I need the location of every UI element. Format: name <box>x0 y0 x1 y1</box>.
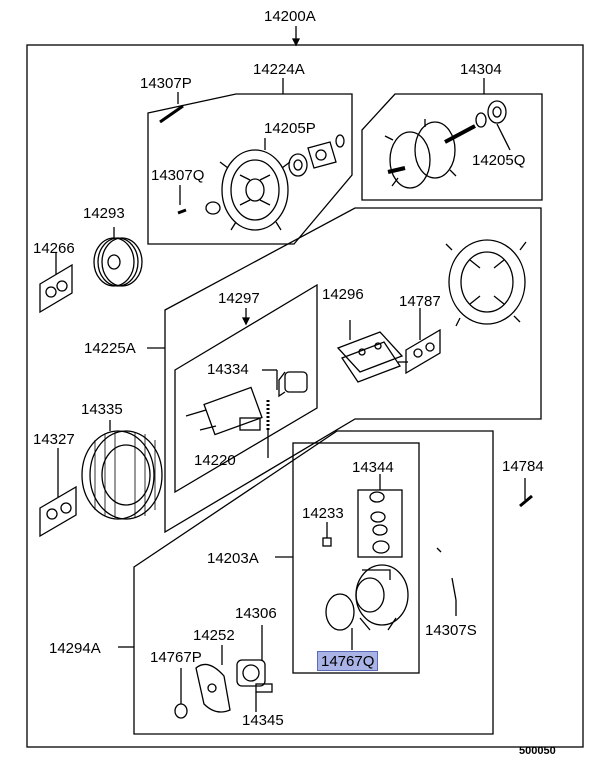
pin-14307S-icon <box>436 547 457 616</box>
part-label-14334: 14334 <box>207 361 249 378</box>
group-frame-14297 <box>174 283 318 494</box>
regulator-14297-icon <box>185 386 263 436</box>
part-label-14203A: 14203A <box>207 550 259 567</box>
part-label-14294A: 14294A <box>49 640 101 657</box>
part-label-14304: 14304 <box>460 61 502 78</box>
vacuum-pump-icon <box>355 564 409 631</box>
part-label-14200A: 14200A <box>264 8 316 25</box>
part-label-14307Q: 14307Q <box>151 167 205 184</box>
part-label-14205P: 14205P <box>264 120 316 137</box>
o-ring-14767Q-icon <box>325 593 355 631</box>
bearing-plate-icon <box>307 141 337 169</box>
pulley-14293-icon <box>93 227 143 287</box>
part-label-14205Q: 14205Q <box>472 152 526 169</box>
part-label-14767P: 14767P <box>150 649 202 666</box>
part-label-14345: 14345 <box>242 712 284 729</box>
part-label-14307S: 14307S <box>425 622 477 639</box>
part-label-14293: 14293 <box>83 205 125 222</box>
group-frame-14304 <box>361 93 543 201</box>
bearing-14205P-icon <box>288 153 308 177</box>
washer-box-14787 <box>405 328 441 375</box>
washer-box-14266 <box>39 263 73 314</box>
rotor-14304-icon <box>384 119 476 189</box>
part-label-14297: 14297 <box>218 290 260 307</box>
bearing-14205Q-icon <box>487 100 507 124</box>
rear-housing-icon <box>219 138 291 231</box>
cap-14344-icon <box>369 491 390 554</box>
bushing-14787-icon <box>413 342 435 358</box>
washer-icon <box>205 201 221 215</box>
part-label-14787: 14787 <box>399 293 441 310</box>
washer-14327-icon <box>46 502 72 520</box>
screw-14307Q-icon <box>177 185 187 215</box>
part-label-14296: 14296 <box>322 286 364 303</box>
assembly-frame <box>26 44 584 748</box>
part-label-14306: 14306 <box>235 605 277 622</box>
part-label-14233: 14233 <box>302 505 344 522</box>
washer-box-14327 <box>39 485 77 538</box>
plate-14252-icon <box>195 645 231 713</box>
rectifier-14296-icon <box>336 320 408 383</box>
part-label-14307P-top: 14307P <box>140 75 192 92</box>
bolt-14307P-icon <box>159 92 184 124</box>
part-label-14344: 14344 <box>352 459 394 476</box>
bolt-14784-icon <box>519 478 533 508</box>
part-label-14767Q-highlighted[interactable]: 14767Q <box>317 651 379 671</box>
part-label-14220: 14220 <box>194 452 236 469</box>
group-frame-14344 <box>357 489 403 558</box>
part-label-14225A: 14225A <box>84 340 136 357</box>
seal-14767P-icon <box>174 668 188 719</box>
group-frame-14224A <box>147 93 353 245</box>
part-label-14335: 14335 <box>81 401 123 418</box>
diagram-code: 500050 <box>519 745 556 757</box>
stator-14335-icon <box>81 420 163 520</box>
brush-holder-14334-icon <box>262 369 308 398</box>
part-label-14327: 14327 <box>33 431 75 448</box>
seal-ring-icon <box>335 134 345 148</box>
pad-14345-icon <box>255 683 273 712</box>
part-label-14224A: 14224A <box>253 61 305 78</box>
front-housing-icon <box>445 239 527 327</box>
part-label-14266: 14266 <box>33 240 75 257</box>
group-frame-14294A <box>133 430 494 735</box>
spacer-icon <box>475 112 487 128</box>
bracket-14306-icon <box>236 625 266 687</box>
nut-washer-14266-icon <box>45 280 68 298</box>
group-frame-14203A <box>292 442 420 674</box>
part-label-14784: 14784 <box>502 458 544 475</box>
plug-14233-icon <box>322 522 332 547</box>
group-frame-14225A <box>164 207 542 534</box>
part-label-14252: 14252 <box>193 627 235 644</box>
